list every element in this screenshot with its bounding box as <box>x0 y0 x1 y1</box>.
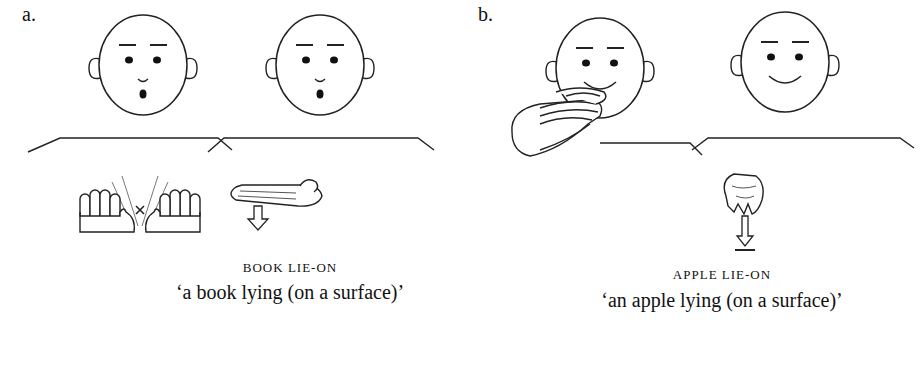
movement-arrow <box>735 216 755 250</box>
gloss-translation: ‘a book lying (on a surface)’ <box>176 280 404 304</box>
flat-hand <box>231 180 322 206</box>
signer-head <box>266 15 374 115</box>
sign-gloss-holder: BOOK LIE-ON <box>243 260 337 276</box>
panel-letter: b. <box>478 2 493 26</box>
panel-letter-holder: a. <box>22 2 36 26</box>
sign-gloss-holder: APPLE LIE-ON <box>673 267 771 283</box>
panel-letter: a. <box>22 2 36 26</box>
panel-letter-holder: b. <box>478 2 493 26</box>
sign-gloss: APPLE LIE-ON <box>673 267 771 283</box>
claw-hand <box>724 174 763 214</box>
apple-hands <box>512 88 606 156</box>
shoulder-line <box>208 138 434 152</box>
shoulder-line <box>692 138 914 150</box>
gloss-translation: ‘an apple lying (on a surface)’ <box>601 288 843 312</box>
shoulder-line <box>600 143 702 155</box>
shoulder-line <box>28 138 232 152</box>
sign-gloss: BOOK LIE-ON <box>243 260 337 276</box>
book-hands <box>80 176 200 232</box>
gloss-translation-holder: ‘an apple lying (on a surface)’ <box>601 288 843 312</box>
signer-head <box>731 12 839 112</box>
gloss-translation-holder: ‘a book lying (on a surface)’ <box>176 280 404 304</box>
movement-arrow <box>248 206 268 230</box>
signer-head <box>89 15 197 115</box>
